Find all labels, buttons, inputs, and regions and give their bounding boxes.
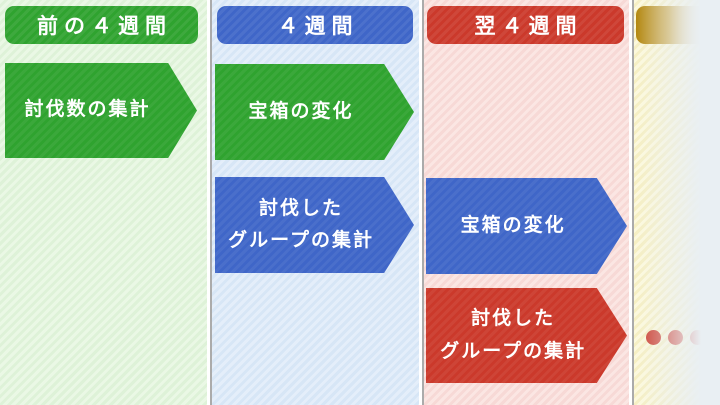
- column-prev-4-weeks: 前の４週間 討伐数の集計: [0, 0, 207, 405]
- header-next-4-weeks: 翌４週間: [427, 6, 624, 44]
- arrow-label-line1: 討伐した: [471, 308, 556, 330]
- arrow-label-line2: グループの集計: [440, 340, 587, 362]
- ellipsis-dot-icon: [690, 330, 705, 345]
- arrow-label-line2: グループの集計: [228, 230, 374, 251]
- arrow-label: 討伐数の集計: [24, 99, 151, 121]
- arrow-label-line1: 討伐した: [259, 197, 344, 219]
- arrow-label: 宝箱の変化: [460, 214, 566, 236]
- ellipsis-dots: [646, 330, 705, 345]
- arrow-treasure-box-change: 宝箱の変化: [426, 178, 627, 274]
- header-future-fade: [636, 6, 718, 44]
- arrow-defeat-count-tally: 討伐数の集計: [5, 63, 197, 158]
- column-future-weeks: [634, 0, 720, 405]
- column-divider: [629, 0, 634, 405]
- arrow-defeated-groups-tally: 討伐した グループの集計: [215, 177, 414, 273]
- arrow-treasure-box-change: 宝箱の変化: [215, 64, 414, 160]
- column-next-4-weeks: 翌４週間 宝箱の変化 討伐した グループの集計: [424, 0, 629, 405]
- header-prev-4-weeks: 前の４週間: [5, 6, 198, 44]
- header-current-4-weeks: ４週間: [217, 6, 413, 44]
- arrow-label: 宝箱の変化: [248, 100, 354, 122]
- ellipsis-dot-icon: [668, 330, 683, 345]
- ellipsis-dot-icon: [646, 330, 661, 345]
- column-current-4-weeks: ４週間 宝箱の変化 討伐した グループの集計: [212, 0, 419, 405]
- column-divider: [419, 0, 424, 405]
- column-divider: [207, 0, 212, 405]
- arrow-defeated-groups-tally: 討伐した グループの集計: [426, 288, 627, 383]
